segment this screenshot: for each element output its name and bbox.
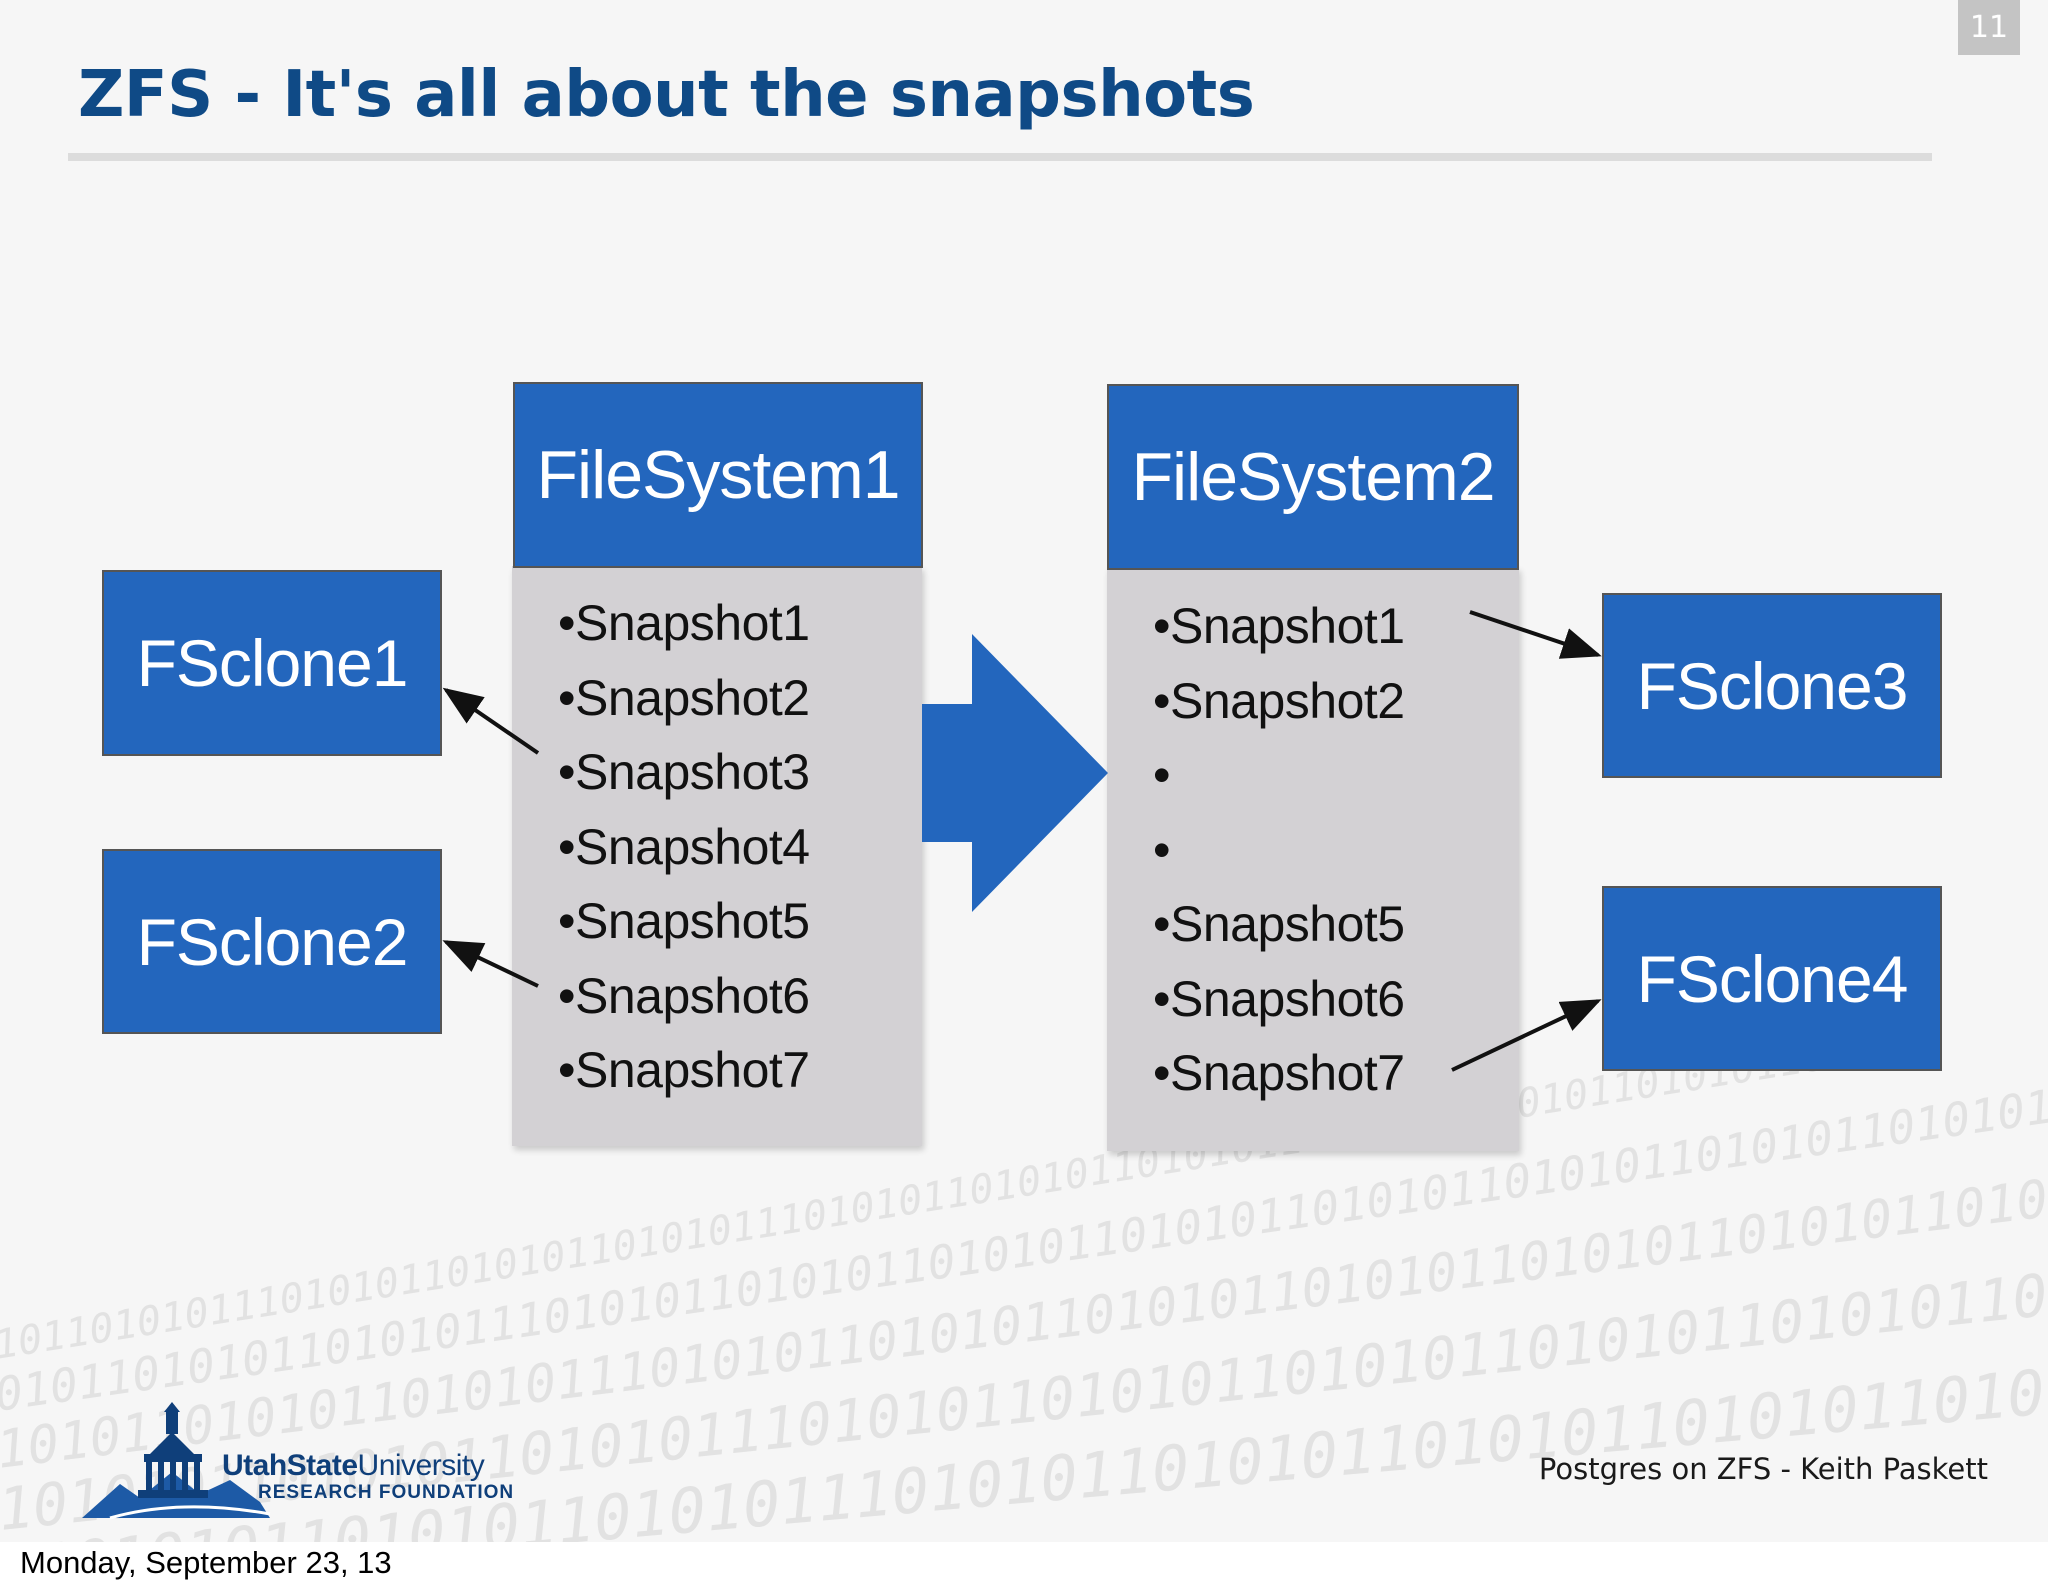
filesystem2-snapshot-2: •Snapshot2 (1153, 672, 1405, 729)
fsclone4-box: FSclone4 (1602, 886, 1942, 1071)
fsclone2-box: FSclone2 (102, 849, 442, 1034)
logo-wordmark-bold: UtahState (222, 1449, 358, 1482)
arrow-snapshot3-to-fsclone1 (442, 687, 540, 755)
filesystem1-snapshot-2: •Snapshot2 (558, 669, 810, 726)
date-caption: Monday, September 23, 13 (20, 1545, 392, 1580)
slide: 0101101010111010101101010110101011101010… (0, 0, 2048, 1542)
filesystem1-snapshot-5: •Snapshot5 (558, 893, 810, 949)
logo-subtitle: RESEARCH FOUNDATION (258, 1482, 515, 1503)
arrow-snapshot1-to-fsclone3 (1469, 610, 1602, 659)
filesystem1-snapshot-4: •Snapshot4 (558, 818, 810, 875)
filesystem2-ellipsis-1: • (1153, 747, 1171, 803)
logo-building-icon (138, 1402, 208, 1498)
filesystem1-header: FileSystem1 (513, 382, 923, 568)
slide-footer: Postgres on ZFS - Keith Paskett (1538, 1452, 1988, 1486)
filesystem2-header: FileSystem2 (1107, 384, 1519, 570)
arrows-overlay (442, 610, 1602, 1072)
filesystem1-snapshot-panel: •Snapshot1 •Snapshot2 •Snapshot3 •Snapsh… (512, 566, 922, 1146)
filesystem2-snapshot-list: •Snapshot1 •Snapshot2 • • •Snapshot5 •Sn… (1153, 589, 1405, 1111)
fsclone3-box: FSclone3 (1602, 593, 1942, 778)
binary-background-decoration: 0101101010111010101101010110101011101010… (0, 1018, 2048, 1542)
title-divider (68, 153, 1932, 161)
filesystem2-snapshot-1: •Snapshot1 (1153, 598, 1405, 654)
filesystem2-ellipsis-2: • (1153, 821, 1171, 878)
slide-title: ZFS - It's all about the snapshots (78, 58, 1255, 132)
page-number: 11 (1958, 0, 2020, 55)
arrow-snapshot6-to-fsclone2 (442, 940, 539, 988)
filesystem1-snapshot-1: •Snapshot1 (558, 595, 810, 651)
filesystem2-snapshot-6: •Snapshot6 (1153, 970, 1405, 1027)
logo-wordmark: UtahStateUniversity (222, 1449, 485, 1483)
filesystem1-snapshot-6: •Snapshot6 (558, 967, 810, 1024)
filesystem2-snapshot-7: •Snapshot7 (1153, 1045, 1405, 1101)
arrow-snapshot7-to-fsclone4 (1451, 999, 1602, 1072)
big-right-arrow (922, 634, 1108, 912)
filesystem2-snapshot-5: •Snapshot5 (1153, 896, 1405, 952)
filesystem1-snapshot-7: •Snapshot7 (558, 1042, 810, 1098)
university-logo (82, 1402, 271, 1520)
filesystem2-snapshot-panel: •Snapshot1 •Snapshot2 • • •Snapshot5 •Sn… (1107, 567, 1519, 1151)
logo-wordmark-regular: University (357, 1449, 485, 1482)
filesystem1-snapshot-list: •Snapshot1 •Snapshot2 •Snapshot3 •Snapsh… (558, 586, 810, 1108)
fsclone1-box: FSclone1 (102, 570, 442, 756)
filesystem1-snapshot-3: •Snapshot3 (558, 744, 810, 800)
